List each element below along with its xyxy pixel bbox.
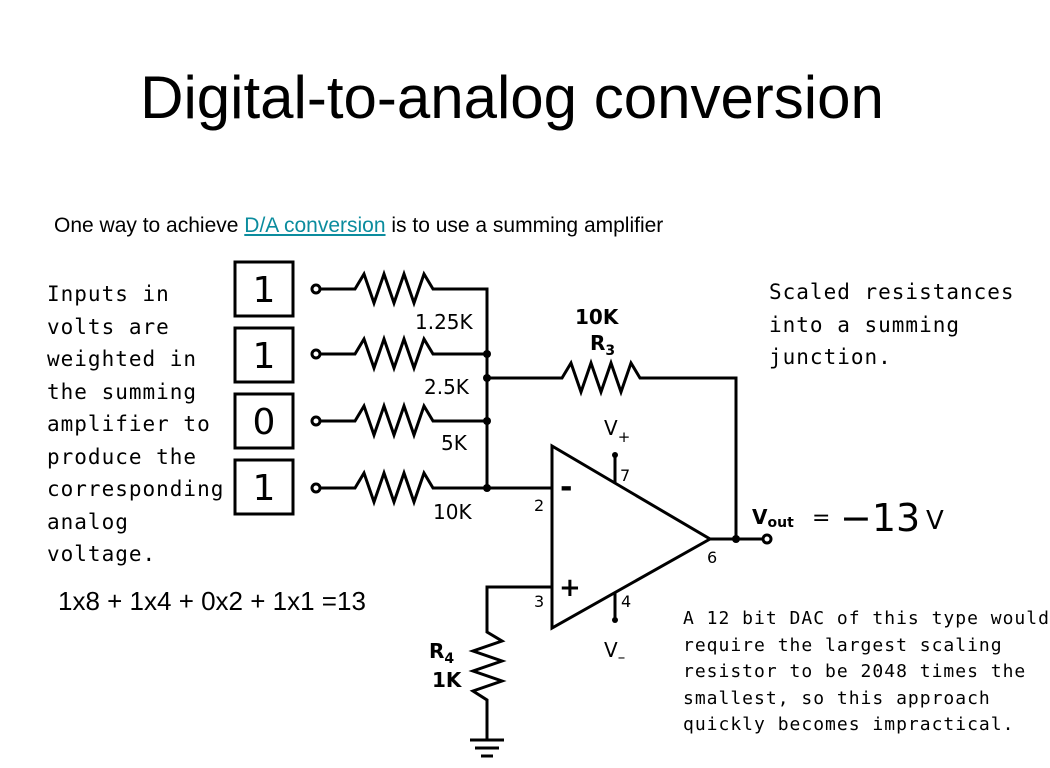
bit-digit-2: 1 bbox=[253, 336, 276, 377]
vplus-label: V+ bbox=[604, 416, 630, 446]
page-title: Digital-to-analog conversion bbox=[140, 64, 884, 131]
pin-7-label: 7 bbox=[620, 466, 630, 485]
noninverting-sign: + bbox=[559, 573, 581, 603]
junction-dot bbox=[732, 535, 740, 543]
r3-name: R3 bbox=[590, 331, 615, 359]
inverting-sign: - bbox=[560, 470, 572, 505]
pin-4-label: 4 bbox=[621, 592, 631, 611]
pin-2-label: 2 bbox=[534, 496, 544, 515]
junction-dot bbox=[483, 350, 491, 358]
vout-equals: = bbox=[812, 506, 830, 531]
da-conversion-link[interactable]: D/A conversion bbox=[244, 214, 386, 237]
bit-box-3 bbox=[233, 392, 295, 450]
bit-digit-1: 1 bbox=[253, 270, 276, 311]
vout-name: Vout bbox=[752, 505, 794, 531]
bit-box-2 bbox=[233, 326, 295, 384]
feedback-resistor-r3 bbox=[487, 358, 738, 539]
opamp-triangle bbox=[550, 443, 714, 631]
summing-amplifier-circuit: 1 1 0 1 1.25K 2.5K 5K 10K 10K R3 R4 1K -… bbox=[233, 260, 944, 758]
subtitle-prefix: One way to achieve bbox=[54, 214, 245, 237]
ground-resistor-r4 bbox=[468, 585, 552, 740]
input-resistor-3 bbox=[320, 401, 487, 440]
weighted-sum-equation: 1x8 + 1x4 + 0x2 + 1x1 =13 bbox=[58, 586, 366, 616]
junction-dot bbox=[483, 417, 491, 425]
input-resistor-4 bbox=[320, 468, 552, 507]
input-terminal-2 bbox=[310, 348, 322, 360]
bit-box-4 bbox=[233, 458, 295, 516]
resistor-label-3: 5K bbox=[441, 431, 468, 455]
subtitle: One way to achieve D/A conversion is to … bbox=[54, 212, 663, 240]
bit-box-1 bbox=[233, 260, 295, 318]
input-resistor-1 bbox=[320, 269, 489, 488]
r3-value: 10K bbox=[575, 305, 620, 329]
resistor-label-1: 1.25K bbox=[415, 310, 474, 334]
vout-unit: V bbox=[926, 506, 944, 536]
junction-dot bbox=[483, 484, 491, 492]
vplus-pin-dot bbox=[612, 452, 618, 458]
vminus-pin-dot bbox=[612, 617, 618, 623]
r4-value: 1K bbox=[432, 668, 463, 692]
bit-digit-3: 0 bbox=[253, 402, 276, 443]
vminus-label: V– bbox=[604, 638, 625, 666]
dac-12bit-note: A 12 bit DAC of this type would require … bbox=[683, 608, 1050, 735]
r4-name: R4 bbox=[429, 639, 454, 667]
subtitle-suffix: is to use a summing amplifier bbox=[385, 214, 664, 237]
scaled-resistances-note: Scaled resistances into a summing juncti… bbox=[769, 280, 1015, 369]
inputs-note: Inputs in volts are weighted in the summ… bbox=[47, 282, 225, 566]
pin-3-label: 3 bbox=[534, 592, 544, 611]
vout-value: −13 bbox=[840, 496, 920, 540]
resistor-label-2: 2.5K bbox=[424, 375, 470, 399]
input-terminal-1 bbox=[310, 283, 322, 295]
input-terminal-3 bbox=[310, 415, 322, 427]
input-terminal-4 bbox=[310, 482, 322, 494]
junction-dot bbox=[483, 374, 491, 382]
bit-digit-4: 1 bbox=[253, 468, 276, 509]
input-resistor-2 bbox=[320, 334, 487, 373]
resistor-label-4: 10K bbox=[433, 500, 472, 524]
output-terminal bbox=[761, 533, 773, 545]
pin-6-label: 6 bbox=[707, 548, 717, 567]
